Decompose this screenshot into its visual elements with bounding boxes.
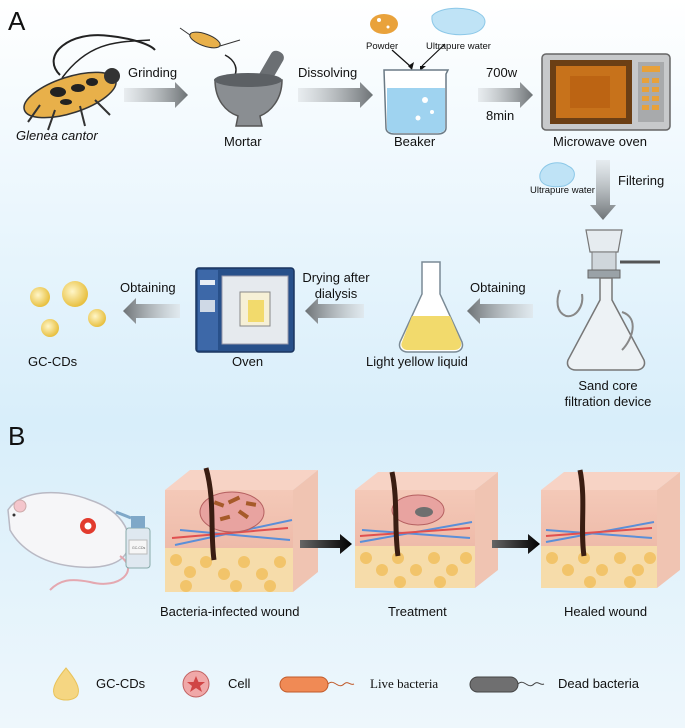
sand-core-label-1: Sand core	[578, 378, 638, 393]
gccds-label: GC-CDs	[28, 354, 78, 369]
skin-block-treatment	[355, 471, 498, 588]
bottle-label: GC-CDs	[132, 546, 145, 550]
beaker-icon	[383, 69, 450, 135]
time-label: 8min	[486, 108, 515, 123]
spray-bottle-icon	[115, 510, 151, 569]
arrow-filtering	[590, 160, 616, 220]
drying-label-1: Drying after	[302, 270, 370, 285]
arrow-obtaining-right	[467, 298, 533, 324]
gccd-droplet-icon	[53, 667, 79, 701]
arrow-grinding	[124, 82, 188, 108]
glenea-label: Glenea cantor	[16, 128, 98, 143]
legend-gccds: GC-CDs	[96, 676, 146, 691]
gccd-dots-icon	[30, 281, 106, 337]
obtaining-right-label: Obtaining	[470, 280, 526, 295]
powder-icon	[370, 14, 398, 34]
arrow-treatment	[300, 534, 352, 554]
dead-bacteria-icon	[469, 676, 545, 693]
skin-block-healed	[541, 469, 680, 588]
filtering-label: Filtering	[618, 173, 665, 188]
rat-icon	[7, 491, 130, 591]
treatment-label: Treatment	[388, 604, 447, 619]
infected-wound-label: Bacteria-infected wound	[160, 604, 300, 619]
arrow-healed	[492, 534, 540, 554]
ultrapure-top-label: Ultrapure water	[426, 41, 491, 52]
grinding-label: Grinding	[128, 65, 178, 80]
arrow-obtaining-left	[123, 298, 180, 324]
arrow-dissolving	[298, 82, 373, 108]
powder-label: Powder	[366, 41, 399, 52]
mortar-label: Mortar	[224, 134, 262, 149]
skin-block-infected	[165, 467, 318, 592]
obtaining-left-label: Obtaining	[120, 280, 176, 295]
sand-core-label-2: filtration device	[564, 394, 652, 409]
oven-icon	[195, 267, 295, 353]
panel-label-b: B	[8, 421, 26, 451]
healed-wound-label: Healed wound	[564, 604, 648, 619]
filtration-device-icon	[556, 229, 660, 371]
dissolving-label: Dissolving	[298, 65, 358, 80]
legend-dead-bacteria: Dead bacteria	[558, 676, 639, 691]
legend-live-bacteria: Live bacteria	[370, 676, 439, 691]
beaker-label: Beaker	[394, 134, 436, 149]
light-yellow-label: Light yellow liquid	[366, 354, 468, 369]
arrow-microwave	[478, 82, 533, 108]
panel-label-a: A	[8, 6, 26, 36]
small-beetle-icon	[179, 27, 241, 81]
beetle-icon	[23, 34, 156, 131]
live-bacteria-icon	[279, 676, 355, 693]
legend-cell: Cell	[228, 676, 251, 691]
input-arrows	[391, 43, 446, 67]
arrow-drying	[305, 298, 364, 324]
power-label: 700w	[486, 65, 518, 80]
microwave-icon	[541, 53, 671, 131]
microwave-label: Microwave oven	[553, 134, 647, 149]
mortar-icon	[214, 50, 284, 127]
cell-icon	[182, 670, 210, 698]
ultrapure-mid-label: Ultrapure water	[530, 185, 595, 196]
water-icon-2	[539, 162, 575, 188]
water-icon	[431, 7, 486, 36]
oven-label: Oven	[232, 354, 264, 369]
drying-label-2: dialysis	[314, 286, 358, 301]
flask-icon	[398, 261, 464, 353]
